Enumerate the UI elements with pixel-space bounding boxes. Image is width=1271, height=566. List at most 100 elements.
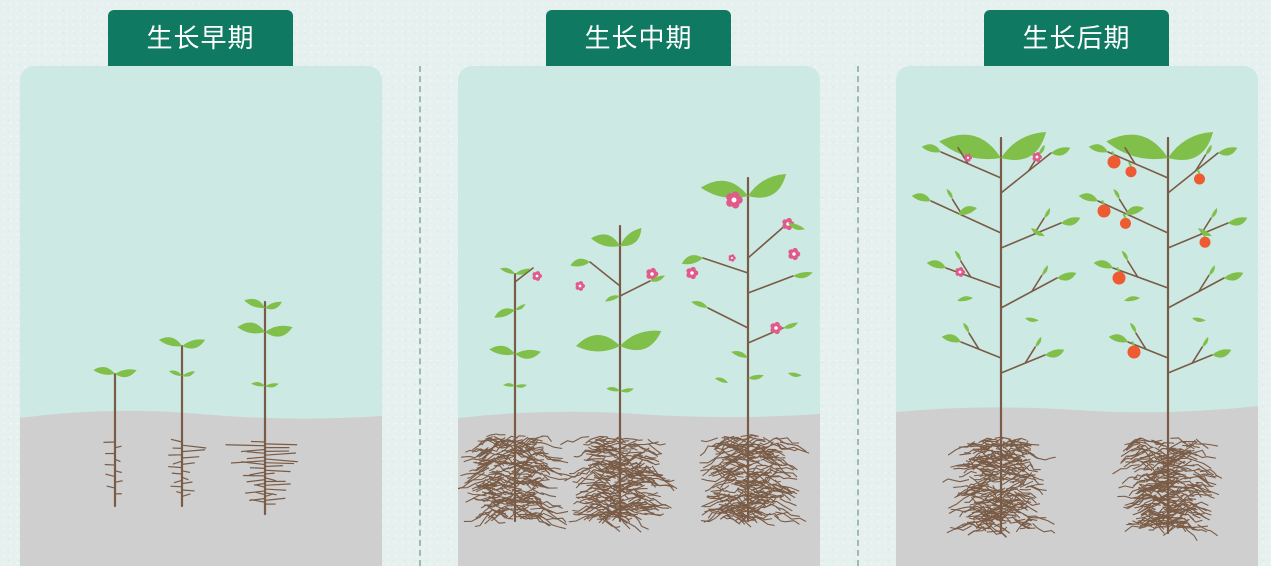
root xyxy=(627,508,648,516)
root xyxy=(1014,518,1036,529)
root xyxy=(758,480,782,492)
leaf xyxy=(620,388,634,393)
root xyxy=(1015,517,1031,533)
root xyxy=(963,467,975,474)
root xyxy=(583,438,606,446)
leaf xyxy=(244,298,265,309)
root xyxy=(722,515,741,525)
root xyxy=(639,471,651,477)
root xyxy=(723,435,739,439)
root xyxy=(1187,523,1201,531)
root xyxy=(1157,442,1175,449)
root xyxy=(721,456,743,469)
root xyxy=(1009,511,1021,519)
root xyxy=(495,499,517,508)
branch xyxy=(1126,260,1139,278)
root xyxy=(1132,457,1154,470)
root xyxy=(775,511,807,522)
leaf xyxy=(748,174,787,198)
root xyxy=(651,484,675,492)
root xyxy=(1013,490,1035,499)
root xyxy=(973,467,997,477)
root xyxy=(522,463,548,471)
root xyxy=(1197,507,1212,516)
leaf xyxy=(1044,207,1051,219)
root xyxy=(648,477,675,483)
root xyxy=(1027,485,1044,496)
leaf xyxy=(158,337,182,347)
leaf xyxy=(1121,250,1128,261)
leaf xyxy=(1205,144,1212,155)
leaf xyxy=(1212,349,1232,358)
root xyxy=(625,484,645,491)
root xyxy=(1126,515,1154,526)
root xyxy=(560,436,590,446)
leaf xyxy=(265,383,279,388)
root xyxy=(714,450,743,459)
flower-center xyxy=(1035,155,1039,159)
leaf xyxy=(1045,349,1065,358)
branch xyxy=(960,341,1002,359)
leaf xyxy=(793,271,813,279)
root xyxy=(535,515,551,527)
root xyxy=(629,466,652,470)
root xyxy=(603,445,629,453)
root xyxy=(953,465,974,470)
root xyxy=(516,496,534,502)
leaf xyxy=(1211,207,1218,219)
leaf xyxy=(748,374,764,380)
root xyxy=(769,503,781,511)
root xyxy=(981,473,994,486)
root xyxy=(1125,458,1150,463)
root xyxy=(582,492,602,499)
root xyxy=(593,481,609,486)
root xyxy=(1143,461,1167,471)
root xyxy=(994,524,1010,534)
root xyxy=(634,505,659,511)
root xyxy=(597,469,619,479)
root xyxy=(493,440,513,445)
root xyxy=(638,455,652,460)
root xyxy=(1161,453,1186,465)
root xyxy=(720,472,741,488)
root xyxy=(974,475,987,481)
root xyxy=(772,475,798,480)
root xyxy=(481,457,503,463)
flower-petal xyxy=(650,267,656,274)
root xyxy=(988,493,1011,505)
leaf xyxy=(1113,189,1120,200)
branch xyxy=(940,151,1002,179)
root xyxy=(769,486,796,499)
root xyxy=(700,437,718,443)
flower-center xyxy=(958,270,962,274)
flower-petal xyxy=(731,191,740,200)
root xyxy=(626,472,641,476)
root xyxy=(1186,484,1202,487)
root xyxy=(1138,521,1169,529)
root xyxy=(574,469,591,478)
root xyxy=(633,488,648,491)
root xyxy=(1150,522,1174,526)
root xyxy=(538,464,563,477)
root xyxy=(1032,523,1056,534)
root xyxy=(730,437,742,445)
root xyxy=(264,497,286,501)
root xyxy=(739,504,757,514)
root xyxy=(732,514,746,525)
root xyxy=(543,507,569,515)
leaf xyxy=(1057,272,1077,281)
root xyxy=(526,444,546,455)
root xyxy=(176,490,183,494)
root xyxy=(647,494,661,498)
root xyxy=(602,463,632,473)
root xyxy=(574,506,593,514)
leaf xyxy=(788,222,805,231)
leaf xyxy=(1218,147,1238,156)
root xyxy=(648,443,662,455)
root xyxy=(480,504,493,509)
leaf xyxy=(1124,296,1140,302)
root xyxy=(264,443,298,446)
root xyxy=(471,448,492,453)
root xyxy=(512,487,537,499)
root xyxy=(1151,509,1171,519)
